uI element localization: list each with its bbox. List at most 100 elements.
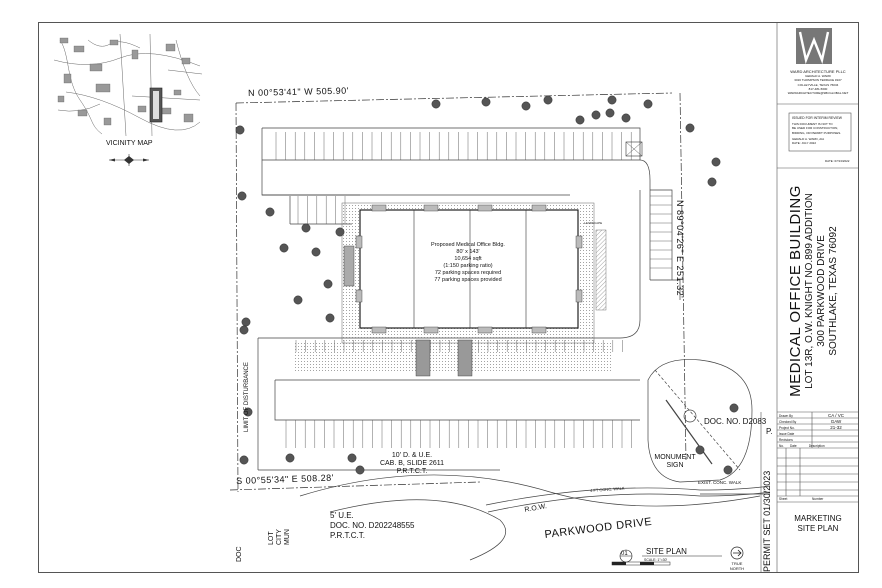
north-arrow-label: TRUE NORTH	[728, 561, 746, 571]
property-boundary	[229, 92, 687, 493]
permit-set-label: PERMIT SET 01/30/2023	[762, 470, 772, 572]
tree-symbol	[323, 279, 333, 289]
landscape-island	[294, 342, 612, 372]
firm-info: WARD ARCHITECTURE PLLC GERALD A. WARD 30…	[780, 69, 856, 96]
monument-line: MONUMENT	[654, 454, 696, 461]
lot-line: LOT	[268, 531, 275, 545]
lot-label: LOT CITY MUN	[268, 529, 292, 545]
info-value: 21-32	[830, 425, 842, 430]
tree-symbol	[293, 295, 303, 305]
project-line: 300 PARKWOOD DRIVE	[816, 235, 827, 347]
parkwood-drive	[299, 474, 771, 561]
tree-symbol	[325, 313, 335, 323]
building-line: 80' x 143'	[456, 249, 480, 255]
north-line: NORTH	[729, 565, 745, 571]
building-line: 10,654 sqft	[454, 256, 482, 262]
firm-line: 3016 THOMPSON TERRACE #107	[794, 78, 842, 83]
tree-symbol	[723, 465, 733, 475]
sheet-number-badge: 01	[621, 551, 628, 557]
tree-symbol	[621, 113, 631, 123]
tree-symbol	[285, 453, 295, 463]
tree-symbol	[695, 445, 705, 455]
tree-symbol	[355, 465, 365, 475]
monument-sign-area	[647, 359, 753, 483]
tree-symbol	[729, 403, 739, 413]
review-line: BE USED FOR CONSTRUCTION,	[792, 126, 839, 131]
project-line: SOUTHLAKE, TEXAS 76092	[828, 226, 839, 356]
landscape-label: LANDSCAPE	[584, 221, 603, 225]
tree-symbol	[301, 223, 311, 233]
tree-symbol	[279, 243, 289, 253]
tree-symbol	[521, 101, 531, 111]
title-block-grid	[760, 22, 859, 573]
tree-symbol	[311, 247, 321, 257]
tree-symbol	[607, 95, 617, 105]
sheet-label: Sheet	[779, 497, 788, 501]
firm-line: WARDARCHITECTURE@SBCGLOBAL.NET	[787, 91, 849, 96]
review-line: GERALD A. WARD, AIA	[792, 136, 825, 141]
review-line: BIDDING, OR PERMIT PURPOSES.	[792, 130, 842, 135]
doc-left-label: DOC	[236, 546, 243, 562]
ue-line: DOC. NO. D202248555	[330, 521, 415, 530]
review-line: THIS DOCUMENT IS NOT TO	[792, 122, 833, 127]
project-title: MEDICAL OFFICE BUILDING	[787, 185, 804, 397]
easement-line: P.R.T.C.T.	[396, 468, 428, 475]
parking-lot	[257, 127, 681, 471]
review-title: ISSUED FOR INTERIM REVIEW	[792, 116, 842, 120]
tree-symbol	[575, 115, 585, 125]
utility-easement-label: 5' U.E. DOC. NO. D202248555 P.R.T.C.T.	[330, 511, 415, 541]
info-value: GAW	[830, 419, 842, 424]
tree-symbol	[237, 191, 247, 201]
rev-header-cell: Date	[789, 444, 797, 448]
doc-right-label-2: P.	[766, 427, 773, 436]
info-label: Revisions	[779, 438, 793, 442]
building-line: Proposed Medical Office Bldg.	[431, 242, 505, 248]
sheet-value: Number	[812, 497, 824, 501]
tree-symbol	[643, 99, 653, 109]
review-stamp: ISSUED FOR INTERIM REVIEW THIS DOCUMENT …	[792, 116, 850, 145]
info-row: Revisions	[779, 437, 857, 443]
ue-line: P.R.T.C.T.	[330, 531, 365, 540]
lot-line: CITY	[276, 529, 283, 545]
easement-line: 10' D. & U.E.	[391, 452, 433, 459]
easement-label: 10' D. & U.E. CAB. B, SLIDE 2611 P.R.T.C…	[372, 452, 452, 476]
monument-label: MONUMENT SIGN	[652, 454, 698, 470]
info-value: CA / VC	[827, 413, 844, 418]
info-row: Project No. 21-32	[779, 425, 857, 431]
sheet-title-line: MARKETING	[794, 514, 842, 523]
firm-name: WARD ARCHITECTURE PLLC	[790, 69, 846, 74]
tree-symbol	[335, 227, 345, 237]
lot-line: MUN	[284, 529, 291, 545]
limit-of-disturbance-label: LIMIT OF DISTURBANCE	[244, 362, 250, 432]
tree-symbol	[707, 177, 717, 187]
project-title-block: MEDICAL OFFICE BUILDING LOT 13R, O.W. KN…	[787, 176, 840, 406]
rev-header-cell: Description	[808, 444, 825, 448]
info-label: Drawn By	[779, 414, 793, 418]
true-north-arrow	[730, 546, 744, 560]
building-label: Proposed Medical Office Bldg. 80' x 143'…	[420, 242, 516, 284]
sheet-title-line: SITE PLAN	[797, 524, 839, 533]
tree-symbol	[239, 455, 249, 465]
tree-symbol	[605, 108, 615, 118]
tree-symbol	[241, 317, 251, 327]
sheet-caption: SITE PLAN	[646, 547, 687, 556]
sheet-title: MARKETING SITE PLAN	[777, 514, 859, 534]
scale-bar	[611, 549, 722, 566]
title-block-date: DATE: 07/13/2022	[825, 159, 850, 163]
project-line: LOT 13R, O.W. KNIGHT NO.899 ADDITION	[804, 193, 815, 389]
firm-logo	[796, 28, 832, 65]
building-line: 72 parking spaces required	[434, 270, 502, 276]
proposed-building	[341, 141, 643, 377]
scale-label: SCALE: 1"=30'	[644, 558, 668, 562]
info-label: Project No.	[779, 426, 795, 430]
firm-line: COLLEYVILLE, TEXAS 76034	[797, 82, 839, 87]
tree-symbol	[265, 207, 275, 217]
tree-symbol	[711, 157, 721, 167]
north-line: TRUE	[731, 561, 743, 566]
doc-right-label: DOC. NO. D2083	[704, 417, 767, 426]
monument-line: SIGN	[666, 462, 684, 469]
building-line: (1:150 parking ratio)	[443, 263, 493, 269]
tree-symbol	[431, 99, 441, 109]
tree-symbol	[347, 453, 357, 463]
